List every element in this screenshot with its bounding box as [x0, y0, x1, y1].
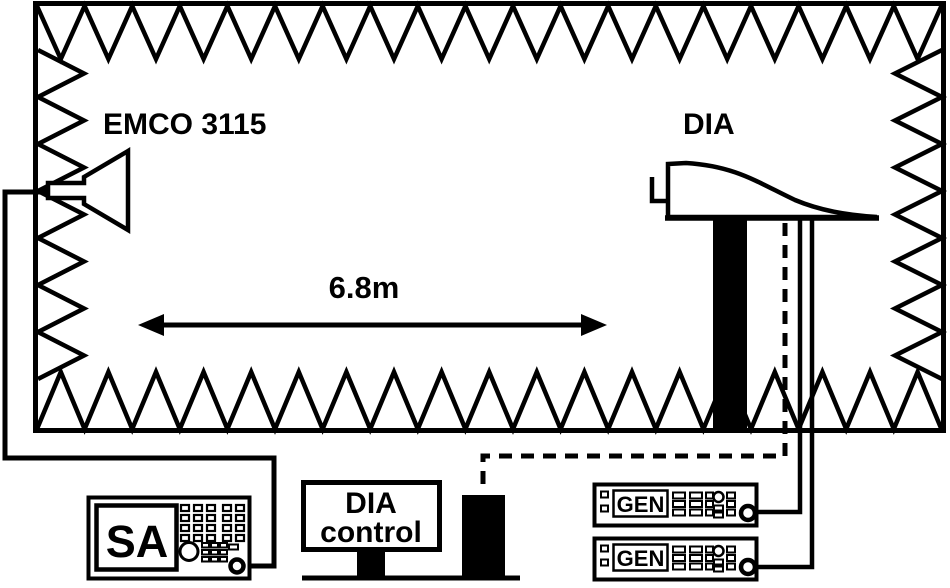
dia-control-label-line2: control	[320, 516, 422, 549]
distance-arrow	[138, 314, 607, 336]
tx-antenna-label: EMCO 3115	[103, 108, 266, 141]
gen2-cable	[756, 218, 815, 570]
horn-antenna-icon	[45, 147, 131, 234]
generator-1-label: GEN	[617, 492, 665, 517]
absorber-cones-bottom	[34, 366, 944, 435]
dia-control-label-line1: DIA	[345, 487, 397, 520]
gen1-cable	[756, 218, 803, 515]
dut-label: DIA	[683, 108, 735, 141]
antenna-pedestal	[713, 220, 747, 429]
rf-cable-horn-to-sa	[2, 189, 277, 569]
sa-screen	[94, 503, 179, 572]
dia-antenna-icon	[665, 160, 878, 220]
absorber-cones-right	[889, 47, 948, 382]
absorber-cones-top	[34, 0, 944, 65]
monitor-stand	[357, 550, 385, 577]
keypad-grid-icon	[179, 503, 246, 543]
absorber-cones-left	[33, 47, 89, 382]
sa-label: SA	[106, 516, 169, 567]
spectrum-analyzer: SA	[86, 495, 252, 581]
generator-1: GEN	[595, 485, 757, 526]
generator-2-label: GEN	[617, 546, 665, 571]
keypad-grid-icon	[201, 542, 239, 563]
knob-icon	[178, 541, 200, 562]
antenna-feed-bracket	[649, 177, 666, 204]
dia-control-monitor: DIA control	[301, 480, 520, 581]
positioner-tower	[462, 495, 505, 578]
distance-label: 6.8m	[329, 270, 400, 305]
arrowhead-right-icon	[581, 314, 607, 336]
control-cable-dashed	[480, 223, 788, 493]
arrowhead-left-icon	[138, 314, 164, 336]
coax-connector-icon	[228, 557, 246, 575]
generator-2: GEN	[595, 539, 757, 580]
